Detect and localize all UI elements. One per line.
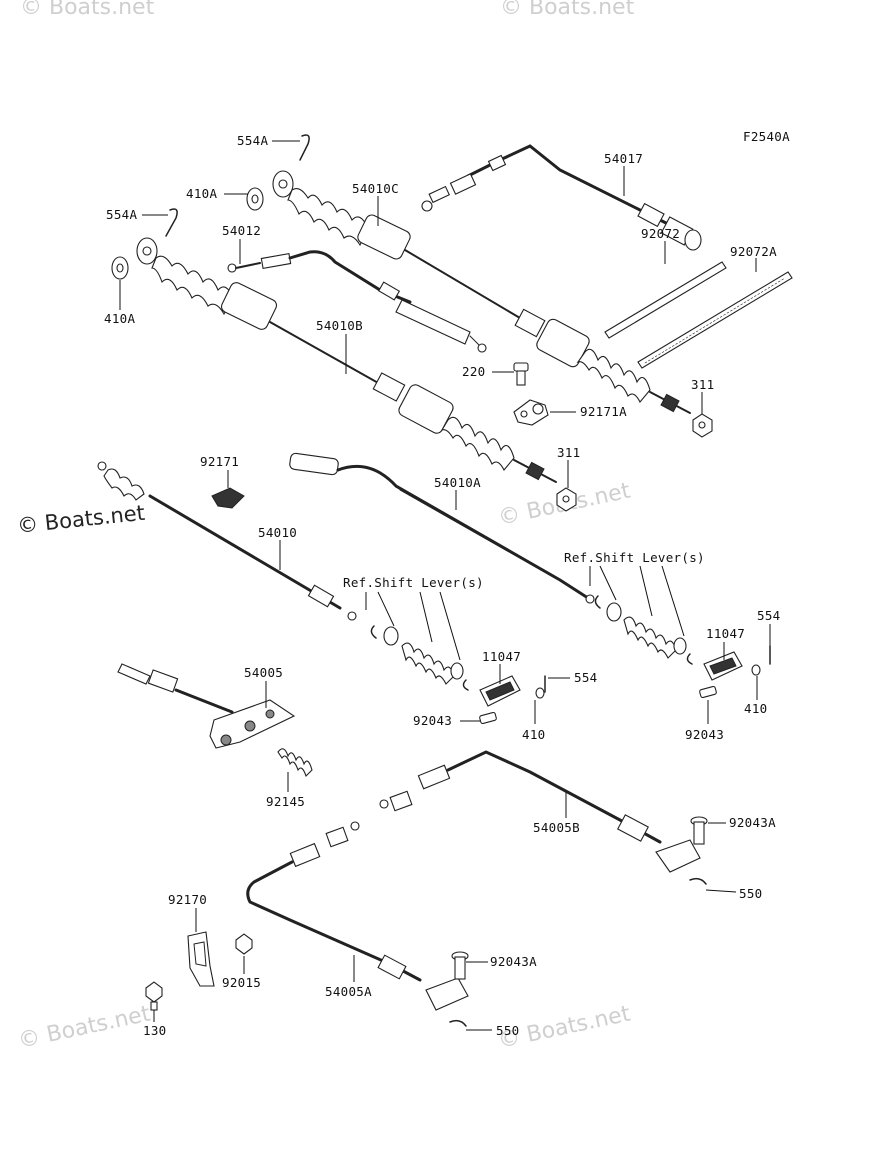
part-labels: 554A 410A 554A 410A 54012 54010C 54010B … (104, 133, 780, 1038)
label-410: 410 (522, 727, 545, 742)
cable-tie-92072 (604, 261, 727, 339)
label-54010A: 54010A (434, 475, 481, 490)
label-11047: 11047 (482, 649, 521, 664)
label-220: 220 (462, 364, 485, 379)
label-550: 550 (496, 1023, 519, 1038)
cotter-pin-554A-left (165, 208, 178, 237)
label-54005B: 54005B (533, 820, 580, 835)
cable-54005A (246, 821, 469, 1027)
shift-lever-assembly-right (594, 595, 771, 699)
cable-54005 (117, 663, 296, 749)
label-ref-shift-lever: Ref.Shift Lever(s) (343, 575, 484, 590)
pin-92043A-top (690, 816, 708, 845)
label-92043: 92043 (685, 727, 724, 742)
watermark: © Boats.net (500, 0, 635, 20)
bolt-130 (145, 981, 163, 1011)
clamp-92171 (211, 487, 245, 509)
leader-lines (119, 140, 771, 1031)
label-311: 311 (691, 377, 714, 392)
label-410: 410 (744, 701, 767, 716)
label-410A: 410A (104, 311, 135, 326)
cable-54005B (379, 750, 707, 885)
label-410A: 410A (186, 186, 217, 201)
label-92015: 92015 (222, 975, 261, 990)
label-54010C: 54010C (352, 181, 399, 196)
label-54005: 54005 (244, 665, 283, 680)
label-54012: 54012 (222, 223, 261, 238)
label-92043A: 92043A (490, 954, 537, 969)
cable-54017 (421, 144, 702, 251)
label-92043: 92043 (413, 713, 452, 728)
pin-92043A-bottom (451, 951, 469, 980)
label-54017: 54017 (604, 151, 643, 166)
nut-92015 (235, 933, 253, 955)
label-130: 130 (143, 1023, 166, 1038)
spring-92145 (277, 748, 313, 778)
watermark: © Boats.net (20, 0, 155, 20)
bracket-92170 (187, 931, 215, 987)
cable-54010 (97, 461, 357, 621)
label-92072: 92072 (641, 226, 680, 241)
label-550: 550 (739, 886, 762, 901)
cable-54012 (227, 250, 487, 353)
clamp-92171A (513, 399, 549, 426)
cable-54010B (136, 237, 557, 483)
label-554: 554 (574, 670, 597, 685)
label-54010: 54010 (258, 525, 297, 540)
label-54005A: 54005A (325, 984, 372, 999)
label-92145: 92145 (266, 794, 305, 809)
label-92043A: 92043A (729, 815, 776, 830)
label-311: 311 (557, 445, 580, 460)
label-92171: 92171 (200, 454, 239, 469)
cable-54010C (272, 170, 691, 414)
cable-tie-92072A (637, 271, 793, 369)
label-11047: 11047 (706, 626, 745, 641)
label-ref-shift-lever: Ref.Shift Lever(s) (564, 550, 705, 565)
label-92072A: 92072A (730, 244, 777, 259)
watermark-dark: © Boats.net (16, 501, 146, 538)
cotter-pin-554A-top (299, 134, 310, 161)
shift-lever-assembly-left (370, 625, 546, 725)
bolt-220 (513, 362, 529, 386)
label-54010B: 54010B (316, 318, 363, 333)
label-554A: 554A (237, 133, 268, 148)
watermark: © Boats.net (16, 1001, 153, 1053)
label-554A: 554A (106, 207, 137, 222)
label-554: 554 (757, 608, 780, 623)
cable-54010A (289, 452, 595, 604)
figure-code: F2540A (743, 129, 790, 144)
label-92171A: 92171A (580, 404, 627, 419)
label-92170: 92170 (168, 892, 207, 907)
